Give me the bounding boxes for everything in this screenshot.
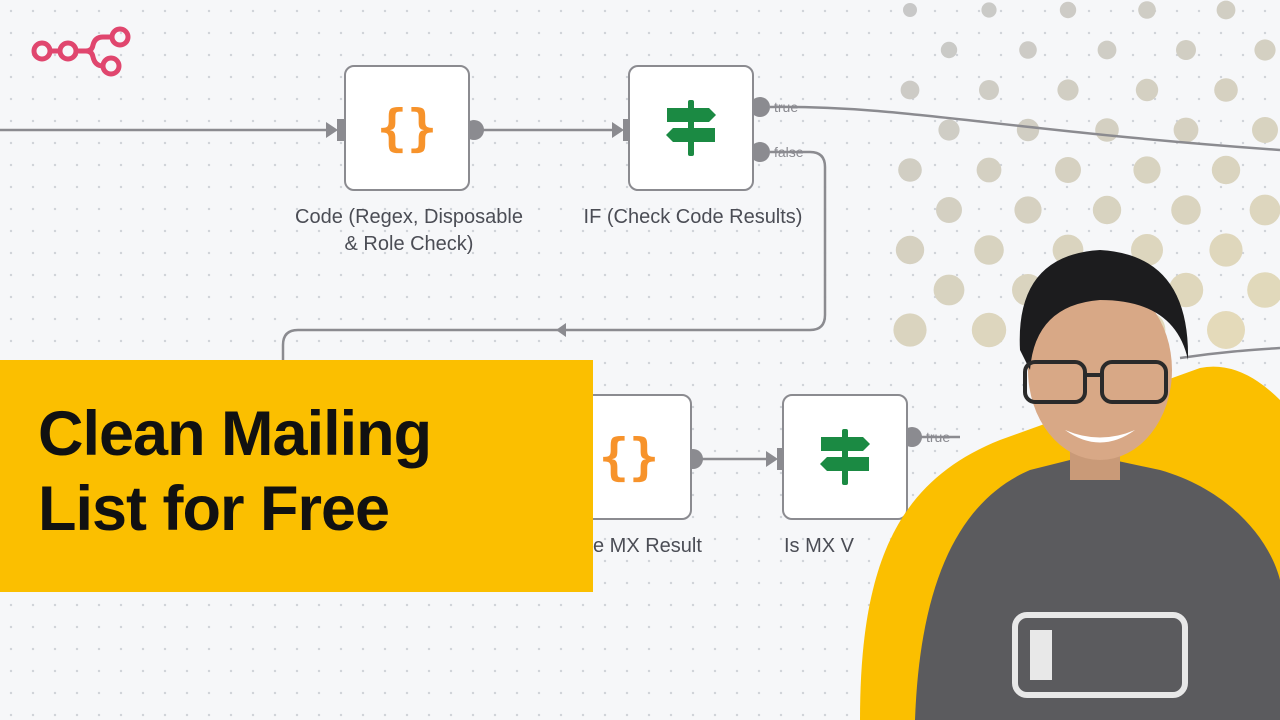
decorative-dot	[1214, 78, 1238, 102]
decorative-dot	[974, 235, 1004, 265]
decorative-dot	[903, 3, 917, 17]
decorative-dot	[1133, 156, 1161, 184]
decorative-dot	[1131, 234, 1163, 266]
decorative-dot	[1014, 196, 1042, 224]
decorative-dot	[979, 80, 999, 100]
decorative-dot	[1092, 195, 1122, 225]
decorative-dot	[1135, 78, 1159, 102]
decorative-dot	[895, 235, 925, 265]
code-braces-icon: {}	[598, 428, 660, 486]
signpost-icon	[820, 429, 870, 485]
if-node[interactable]	[628, 65, 754, 191]
decorative-dot	[1059, 1, 1077, 19]
parse-mx-node-label: e MX Result	[593, 535, 702, 557]
title-line-2: List for Free	[38, 474, 390, 544]
decorative-dot	[1216, 0, 1236, 20]
decorative-dot	[1019, 41, 1037, 59]
code-node[interactable]: {}	[344, 65, 470, 191]
decorative-dot	[1252, 117, 1278, 143]
decorative-dot	[1057, 79, 1079, 101]
decorative-dot	[940, 41, 958, 59]
connection-top-right	[1179, 346, 1280, 360]
decorative-dot	[971, 312, 1007, 348]
decorative-dot	[976, 157, 1002, 183]
code-node-label: Code (Regex, Disposable& Role Check)	[295, 206, 523, 255]
decorative-dot	[1097, 40, 1117, 60]
n8n-logo	[31, 26, 131, 77]
is-mx-node[interactable]	[782, 394, 908, 520]
decorative-dot	[1055, 157, 1081, 183]
output-label-true: true	[926, 429, 951, 445]
decorative-dot	[936, 197, 962, 223]
decorative-dot	[1209, 233, 1243, 267]
output-label-true: true	[774, 99, 799, 115]
title-line-1: Clean Mailing	[38, 399, 432, 469]
connection-true	[769, 105, 1280, 152]
decorative-dot	[1173, 117, 1199, 143]
code-braces-icon: {}	[376, 99, 438, 157]
connection-false	[281, 150, 827, 360]
is-mx-node-label: Is MX V	[784, 535, 855, 557]
decorative-dot	[898, 158, 922, 182]
decorative-dot	[1247, 272, 1280, 308]
decorative-dot	[1211, 155, 1241, 185]
if-node-label: IF (Check Code Results)	[583, 206, 803, 228]
decorative-dot	[900, 80, 920, 100]
decorative-dot	[1171, 195, 1201, 225]
decorative-dot	[981, 2, 997, 18]
title-banner: Clean Mailing List for Free	[0, 360, 593, 592]
decorative-dot	[1207, 311, 1245, 349]
decorative-dot	[1254, 39, 1276, 61]
decorative-dot	[1249, 194, 1280, 226]
decorative-dot	[893, 313, 927, 347]
output-label-false: false	[774, 144, 804, 160]
decorative-dot	[933, 274, 965, 306]
decorative-dot	[1138, 1, 1156, 19]
signpost-icon	[666, 100, 716, 156]
decorative-dot	[938, 119, 960, 141]
decorative-dot	[1176, 40, 1196, 60]
decorative-dot	[1016, 118, 1040, 142]
